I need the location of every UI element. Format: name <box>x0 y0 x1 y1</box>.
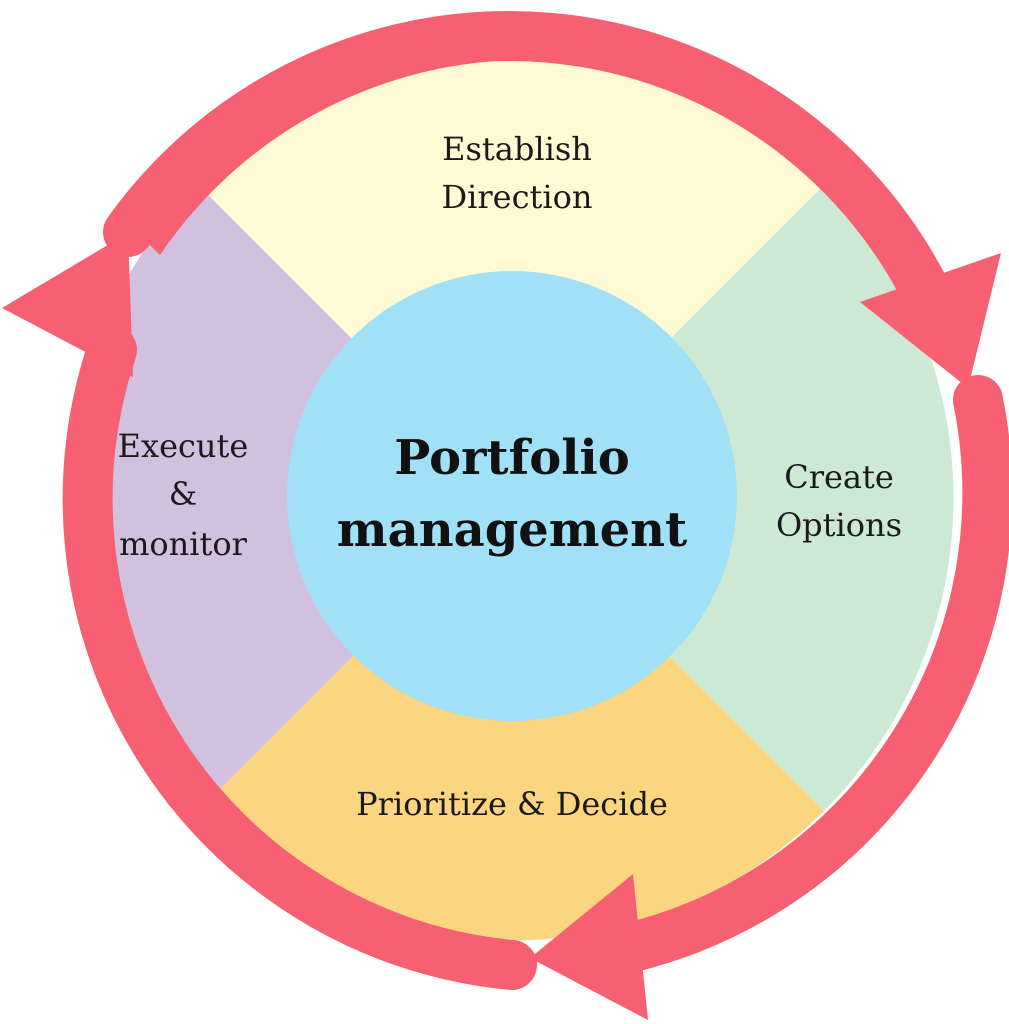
label-create: Create <box>784 458 894 496</box>
arc-left-body <box>62 325 537 990</box>
center-title-line2: management <box>337 502 687 558</box>
cycle-arrows <box>2 11 1009 1020</box>
center-circle <box>287 271 737 721</box>
arrowhead-left-icon <box>2 233 133 377</box>
label-prioritize-decide: Prioritize & Decide <box>356 785 668 823</box>
center-title-line1: Portfolio <box>394 430 629 486</box>
label-monitor: monitor <box>119 525 248 563</box>
label-establish: Establish <box>442 130 592 168</box>
label-ampersand: & <box>169 475 197 513</box>
arc-right-body <box>595 375 1009 975</box>
arc-top-body <box>103 11 955 325</box>
label-direction: Direction <box>441 178 592 216</box>
arrowhead-bottom-icon <box>530 874 648 1020</box>
label-execute: Execute <box>118 427 249 465</box>
arrowhead-right-icon <box>860 253 1001 388</box>
label-options: Options <box>776 506 902 544</box>
